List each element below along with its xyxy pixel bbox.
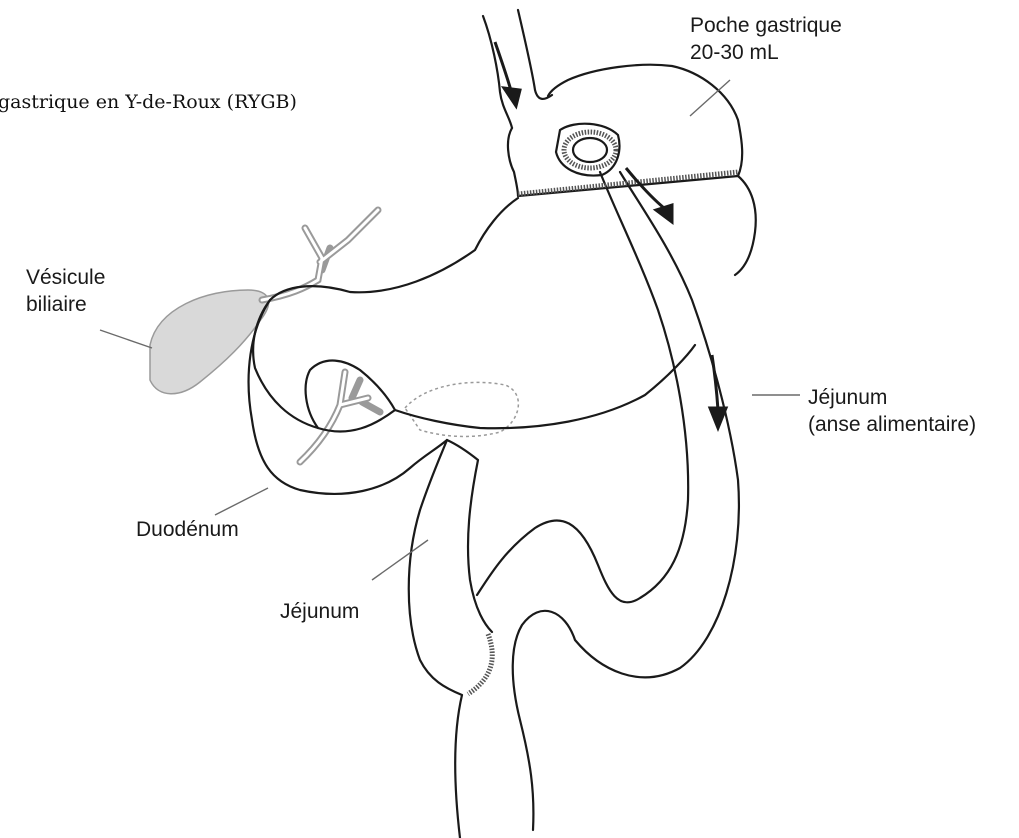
label-gallbladder-line2: biliaire (26, 291, 105, 318)
alimentary-limb (477, 172, 756, 830)
esophagus (483, 10, 552, 128)
label-gastric-pouch-line1: Poche gastrique (690, 12, 842, 39)
label-jejunum: Jéjunum (280, 598, 359, 625)
remnant-stomach (253, 198, 695, 432)
label-gallbladder: Vésicule biliaire (26, 264, 105, 318)
label-gallbladder-line1: Vésicule (26, 264, 105, 291)
label-gastric-pouch: Poche gastrique 20-30 mL (690, 12, 842, 66)
label-alimentary-limb: Jéjunum (anse alimentaire) (808, 384, 976, 438)
gallbladder (150, 210, 380, 462)
label-alimentary-line2: (anse alimentaire) (808, 411, 976, 438)
label-duodenum: Duodénum (136, 516, 239, 543)
duodenum (249, 300, 447, 494)
biliopancreatic-limb (409, 440, 492, 838)
diagram-title: gastrique en Y-de-Roux (RYGB) (0, 91, 297, 113)
label-gastric-pouch-line2: 20-30 mL (690, 39, 842, 66)
label-alimentary-line1: Jéjunum (808, 384, 976, 411)
flow-arrows (495, 42, 726, 428)
